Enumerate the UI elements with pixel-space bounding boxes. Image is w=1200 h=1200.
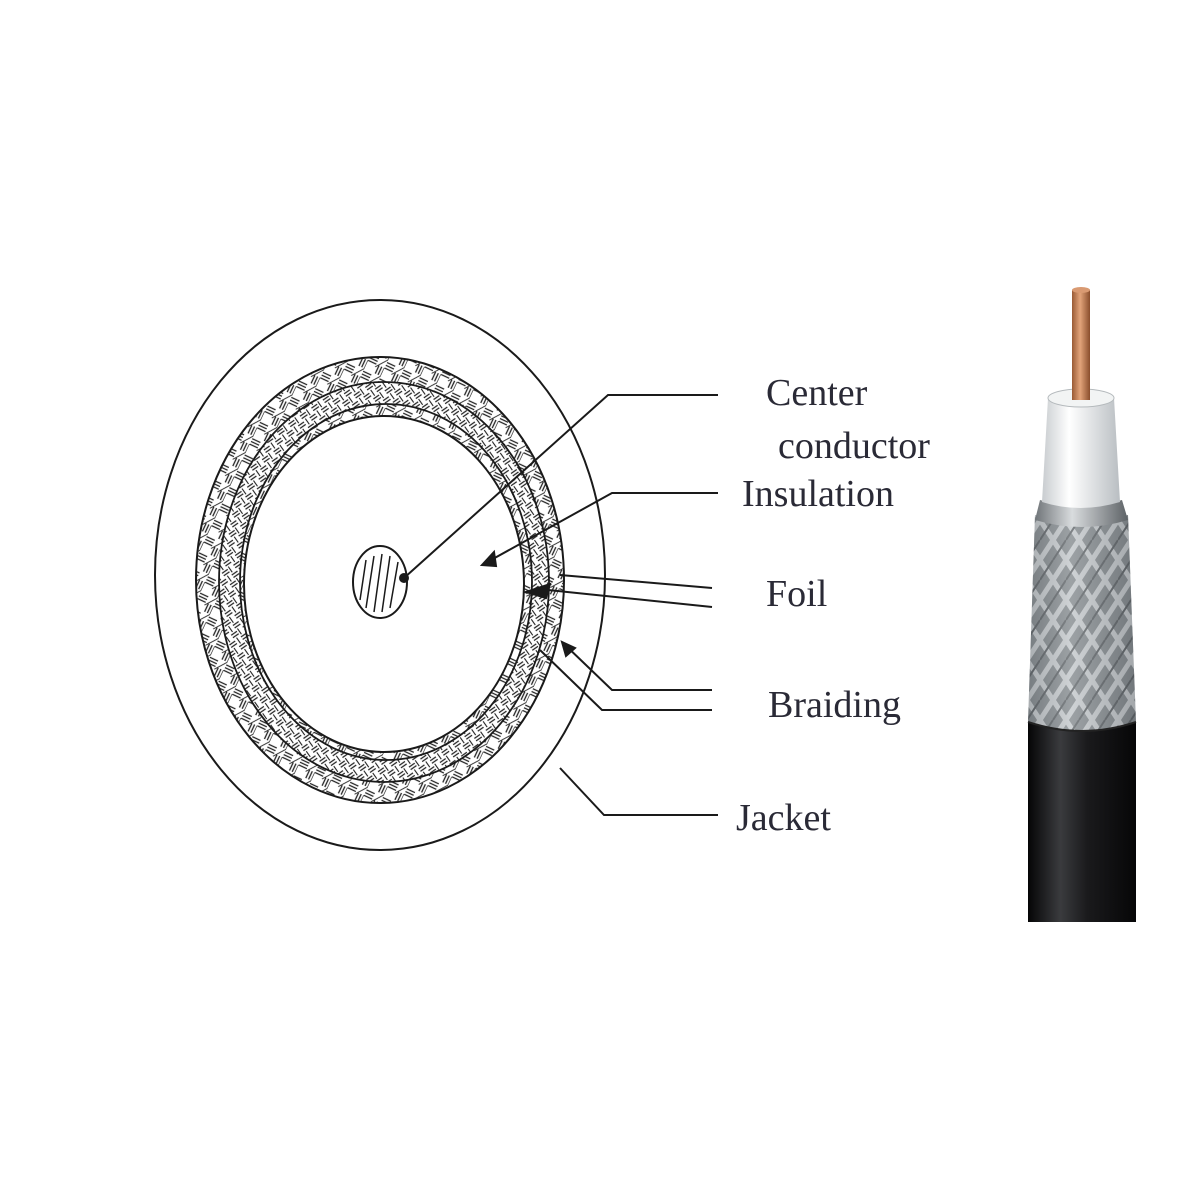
- leader-braiding-2: [539, 649, 712, 711]
- center-conductor-strands: [359, 553, 399, 613]
- cable-dielectric: [1042, 398, 1120, 508]
- leader-braiding-1: [561, 641, 712, 691]
- cable-copper-conductor: [1072, 290, 1090, 400]
- center-conductor: [352, 545, 408, 619]
- leader-insulation: [481, 492, 718, 566]
- leader-jacket: [559, 767, 718, 816]
- label-foil: Foil: [766, 573, 827, 615]
- cable-illustration: [1027, 287, 1137, 922]
- label-jacket: Jacket: [736, 797, 831, 839]
- cable-jacket: [1028, 722, 1136, 922]
- cross-section: [154, 299, 606, 851]
- label-braiding: Braiding: [768, 684, 901, 726]
- label-center: Center: [766, 372, 868, 414]
- cable-foil: [1035, 500, 1128, 527]
- leader-center-conductor: [403, 394, 718, 579]
- leader-foil-2: [547, 589, 713, 608]
- leader-lines: [399, 394, 718, 816]
- label-insulation: Insulation: [742, 473, 894, 515]
- labels: Center conductor Insulation Foil Braidin…: [736, 372, 930, 839]
- label-conductor: conductor: [778, 425, 930, 467]
- leader-foil-1: [559, 574, 713, 589]
